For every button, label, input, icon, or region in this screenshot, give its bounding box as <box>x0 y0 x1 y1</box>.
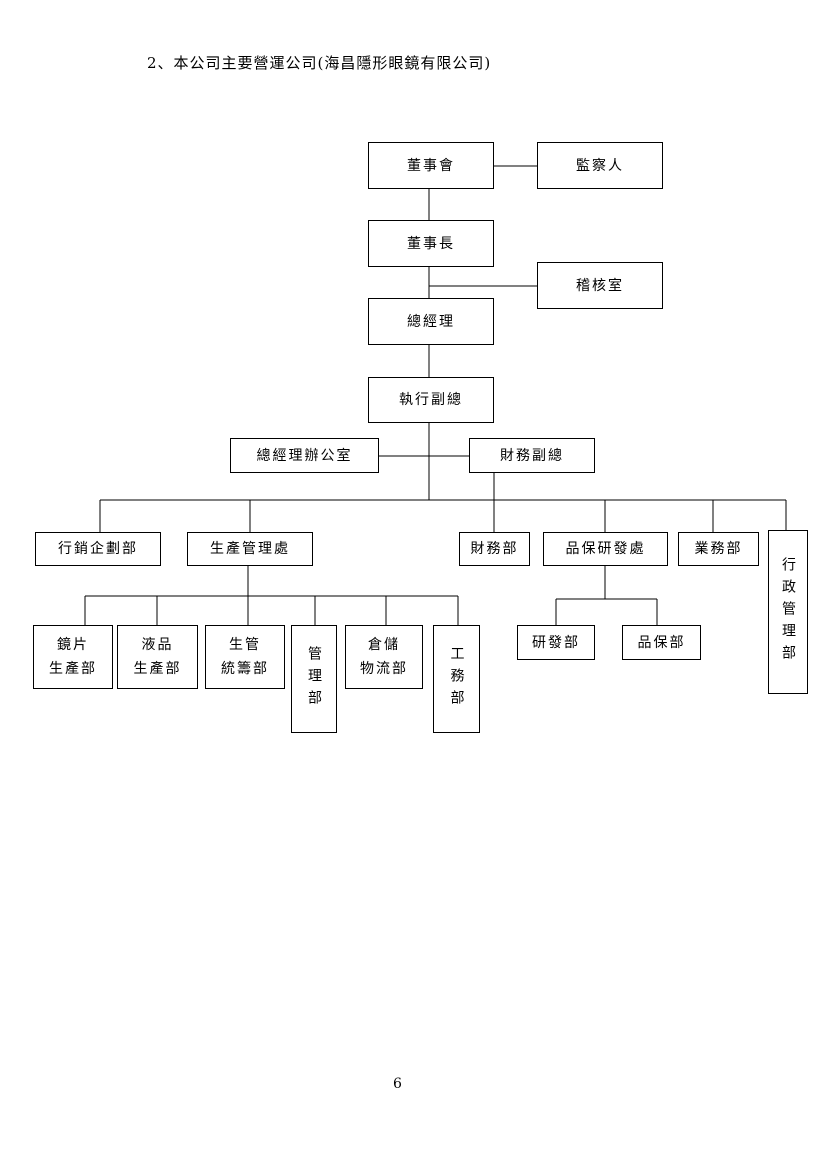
production-control-box: 生管 統籌部 <box>205 625 285 689</box>
finance-dept-box: 財務部 <box>459 532 530 566</box>
solution-production-box: 液品 生產部 <box>117 625 198 689</box>
management-dept-box: 管理部 <box>291 625 337 733</box>
lens-production-label: 鏡片 生產部 <box>49 637 97 677</box>
production-mgmt-label: 生產管理處 <box>210 541 290 557</box>
general-manager-label: 總經理 <box>407 313 455 330</box>
solution-production-label: 液品 生產部 <box>133 637 182 677</box>
board-box: 董事會 <box>368 142 494 189</box>
page-number: 6 <box>393 1076 402 1092</box>
management-dept-label: 管理部 <box>306 646 322 712</box>
chairman-label: 董事長 <box>407 235 455 252</box>
marketing-dept-label: 行銷企劃部 <box>58 541 138 557</box>
qa-dept-box: 品保部 <box>622 625 701 660</box>
production-control-label: 生管 統籌部 <box>221 637 269 677</box>
audit-office-label: 稽核室 <box>576 277 624 294</box>
engineering-dept-label: 工務部 <box>448 646 465 712</box>
warehouse-logistics-box: 倉儲 物流部 <box>345 625 423 689</box>
qa-rd-division-box: 品保研發處 <box>543 532 668 566</box>
supervisor-label: 監察人 <box>576 157 624 174</box>
qa-rd-division-label: 品保研發處 <box>565 541 646 557</box>
finance-vp-label: 財務副總 <box>500 447 564 464</box>
finance-vp-box: 財務副總 <box>469 438 595 473</box>
executive-vp-label: 執行副總 <box>399 392 463 408</box>
marketing-dept-box: 行銷企劃部 <box>35 532 161 566</box>
warehouse-logistics-label: 倉儲 物流部 <box>360 637 408 677</box>
production-mgmt-box: 生產管理處 <box>187 532 313 566</box>
sales-dept-box: 業務部 <box>678 532 759 566</box>
gm-office-box: 總經理辦公室 <box>230 438 379 473</box>
rd-dept-box: 研發部 <box>517 625 595 660</box>
sales-dept-label: 業務部 <box>694 541 743 557</box>
qa-dept-label: 品保部 <box>637 634 686 651</box>
engineering-dept-box: 工務部 <box>433 625 480 733</box>
finance-dept-label: 財務部 <box>470 541 519 557</box>
board-label: 董事會 <box>407 157 455 174</box>
chairman-box: 董事長 <box>368 220 494 267</box>
rd-dept-label: 研發部 <box>532 634 580 651</box>
lens-production-box: 鏡片 生產部 <box>33 625 113 689</box>
audit-office-box: 稽核室 <box>537 262 663 309</box>
page-heading: 2、本公司主要營運公司(海昌隱形眼鏡有限公司) <box>147 54 492 72</box>
gm-office-label: 總經理辦公室 <box>256 447 353 464</box>
general-manager-box: 總經理 <box>368 298 494 345</box>
executive-vp-box: 執行副總 <box>368 377 494 423</box>
admin-dept-label: 行政管理部 <box>780 557 796 667</box>
admin-dept-box: 行政管理部 <box>768 530 808 694</box>
supervisor-box: 監察人 <box>537 142 663 189</box>
